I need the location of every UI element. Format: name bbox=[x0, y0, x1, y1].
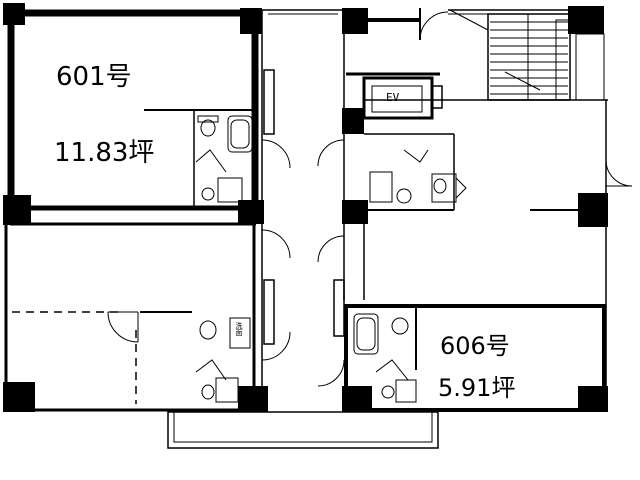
column-post bbox=[342, 200, 368, 224]
washroom-label: 洗面 bbox=[235, 322, 243, 336]
column-post bbox=[238, 200, 264, 224]
unit-601-number: 601号 bbox=[56, 62, 132, 92]
unit-606-area: 5.91坪 bbox=[438, 374, 516, 402]
unit-601-area: 11.83坪 bbox=[54, 138, 155, 168]
unit-606-number: 606号 bbox=[440, 332, 510, 360]
elevator-label: EV bbox=[386, 91, 400, 104]
column-post bbox=[568, 6, 604, 34]
column-post bbox=[3, 382, 35, 412]
column-post bbox=[342, 108, 364, 134]
